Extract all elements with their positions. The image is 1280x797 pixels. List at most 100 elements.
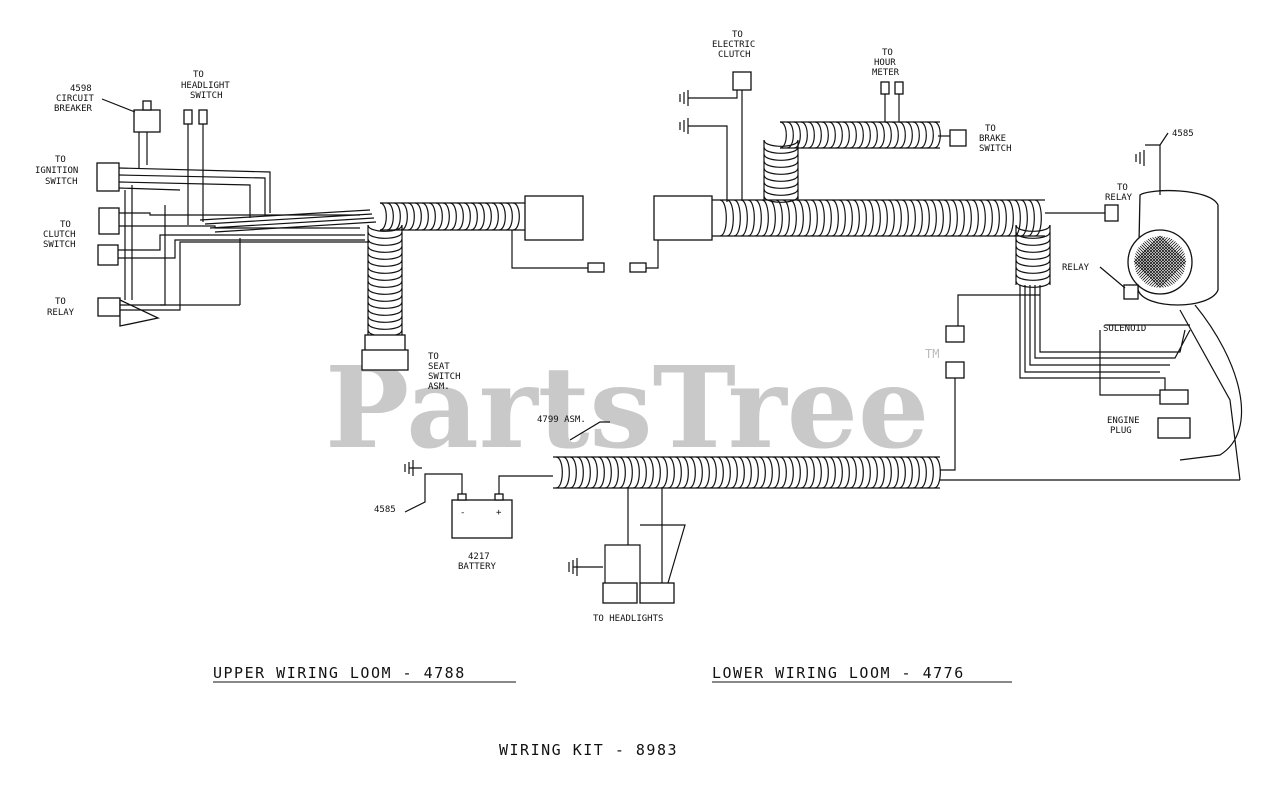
coil-turn bbox=[814, 456, 822, 489]
coil-turn bbox=[442, 202, 450, 231]
brake-switch-label: TO BRAKE SWITCH bbox=[979, 124, 1012, 154]
hour-meter-connectors bbox=[880, 81, 904, 122]
coil-turn bbox=[971, 199, 979, 237]
coil-turn bbox=[763, 174, 799, 182]
coil-turn bbox=[367, 252, 403, 260]
coil-turn bbox=[367, 224, 403, 232]
coil-turn bbox=[992, 199, 1000, 237]
coil-turn bbox=[926, 456, 934, 489]
coil-turn bbox=[379, 202, 387, 231]
coil-turn bbox=[1015, 252, 1051, 260]
battery-label: 4217 BATTERY bbox=[458, 552, 497, 572]
asm-4799-label: 4799 ASM. bbox=[537, 415, 586, 425]
coil-turn bbox=[936, 199, 944, 237]
hatch-line bbox=[1135, 237, 1171, 273]
coil-turn bbox=[779, 121, 787, 149]
battery: - + bbox=[404, 460, 553, 539]
coil-turn bbox=[367, 315, 403, 323]
coil-turn bbox=[964, 199, 972, 237]
upper-loom-coil-vertical bbox=[361, 224, 409, 371]
hatch-line bbox=[1142, 242, 1180, 280]
coil-turn bbox=[898, 456, 906, 489]
coil-turn bbox=[674, 456, 682, 489]
coil-turn bbox=[576, 456, 584, 489]
hatch-line bbox=[1152, 237, 1185, 270]
hatch-line bbox=[1137, 249, 1173, 285]
coil-turn bbox=[1015, 273, 1051, 281]
coil-turn bbox=[393, 202, 401, 231]
coil-turn bbox=[828, 456, 836, 489]
coil-turn bbox=[817, 199, 825, 237]
coil-turn bbox=[915, 199, 923, 237]
coil-turn bbox=[726, 199, 734, 237]
coil-turn bbox=[912, 121, 920, 149]
coil-turn bbox=[505, 202, 513, 231]
ignition-switch-label: TO IGNITION SWITCH bbox=[35, 155, 84, 187]
coil-turn bbox=[367, 322, 403, 330]
coil-turn bbox=[407, 202, 415, 231]
headlights-label: TO HEADLIGHTS bbox=[593, 614, 663, 624]
small-connector-2 bbox=[945, 361, 965, 379]
coil-turn bbox=[367, 266, 403, 274]
coil-turn bbox=[849, 456, 857, 489]
hatch-line bbox=[1144, 241, 1181, 278]
relay-connector-right bbox=[1104, 204, 1119, 222]
hatch-line bbox=[1136, 238, 1173, 275]
hatch-line bbox=[1134, 258, 1164, 288]
coil-turn bbox=[730, 456, 738, 489]
coil-turn bbox=[842, 121, 850, 149]
solenoid-wires bbox=[1019, 285, 1191, 390]
coil-turn bbox=[1015, 224, 1051, 232]
hatch-line bbox=[1156, 258, 1186, 288]
coil-turn bbox=[807, 456, 815, 489]
hatch-line bbox=[1145, 247, 1182, 284]
asm-4799-coil bbox=[553, 421, 1240, 489]
coil-turn bbox=[800, 456, 808, 489]
coil-turn bbox=[477, 202, 485, 231]
coil-turn bbox=[386, 202, 394, 231]
coil-turn bbox=[604, 456, 612, 489]
coil-turn bbox=[1015, 280, 1051, 288]
coil-turn bbox=[782, 199, 790, 237]
coil-turn bbox=[814, 121, 822, 149]
coil-turn bbox=[763, 167, 799, 175]
coil-turn bbox=[449, 202, 457, 231]
coil-turn bbox=[887, 199, 895, 237]
coil-turn bbox=[660, 456, 668, 489]
brake-switch-connector bbox=[949, 129, 967, 147]
coil-turn bbox=[667, 456, 675, 489]
hatch-line bbox=[1153, 255, 1186, 288]
seat-switch-label: TO SEAT SWITCH ASM. bbox=[428, 352, 466, 392]
coil-turn bbox=[856, 121, 864, 149]
upper-loom-title: UPPER WIRING LOOM - 4788 bbox=[213, 664, 466, 682]
coil-turn bbox=[884, 121, 892, 149]
coil-turn bbox=[484, 202, 492, 231]
coil-turn bbox=[1006, 199, 1014, 237]
coil-turn bbox=[842, 456, 850, 489]
lower-top-coil bbox=[779, 121, 941, 149]
hatch-line bbox=[1143, 245, 1181, 283]
coil-turn bbox=[597, 456, 605, 489]
relay-left-label: TO RELAY bbox=[47, 297, 75, 318]
coil-turn bbox=[646, 456, 654, 489]
watermark: PartsTree bbox=[325, 343, 929, 474]
coil-turn bbox=[590, 456, 598, 489]
hatch-line bbox=[1135, 237, 1168, 270]
lower-branch-coil-vertical bbox=[763, 139, 799, 203]
coil-turn bbox=[763, 139, 799, 147]
upper-loom-coil bbox=[379, 195, 605, 273]
coil-turn bbox=[583, 456, 591, 489]
hatch-line bbox=[1134, 255, 1167, 288]
coil-turn bbox=[824, 199, 832, 237]
hatch-line bbox=[1159, 261, 1186, 288]
coil-turn bbox=[1015, 231, 1051, 239]
coil-turn bbox=[763, 195, 799, 203]
coil-turn bbox=[943, 199, 951, 237]
coil-turn bbox=[763, 188, 799, 196]
coil-turn bbox=[618, 456, 626, 489]
coil-turn bbox=[1027, 199, 1035, 237]
coil-turn bbox=[367, 238, 403, 246]
coil-turn bbox=[852, 199, 860, 237]
